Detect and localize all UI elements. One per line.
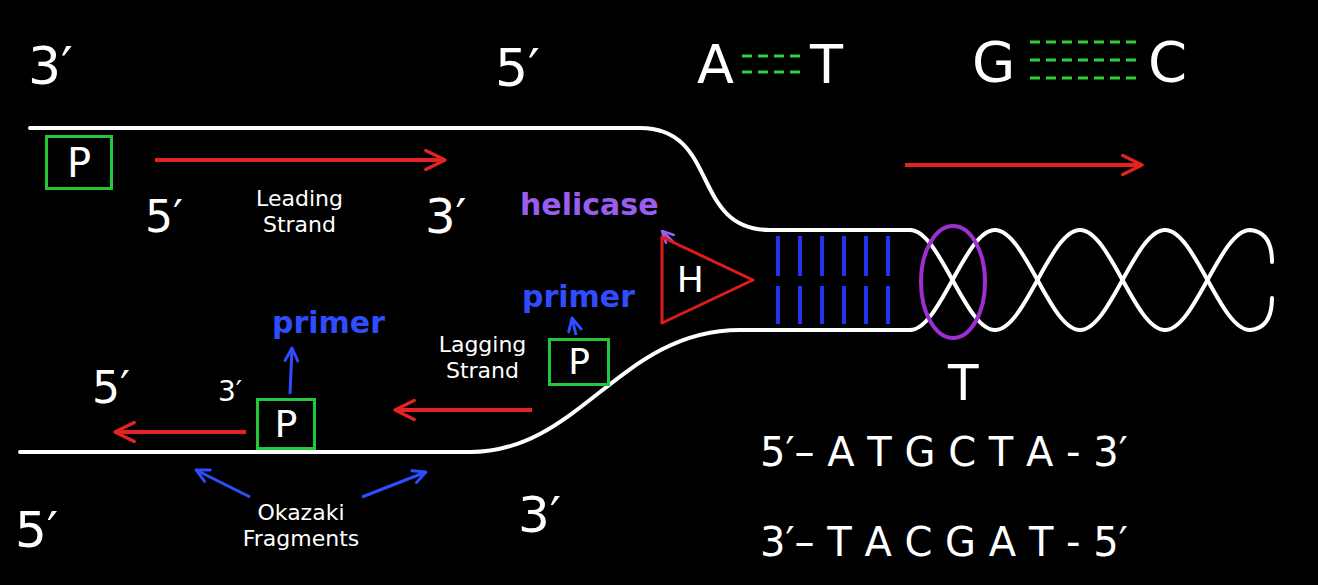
leader-arrow (572, 318, 576, 335)
label-text: 3′– T A C G A T - 5′ (760, 522, 1128, 562)
label-text: C (1148, 34, 1187, 90)
helix-strand (910, 230, 1272, 330)
helicase-triangle: H (660, 235, 755, 325)
helix-strand (910, 230, 1272, 330)
primer-box: P (256, 398, 316, 450)
direction-arrow (395, 408, 532, 412)
hydrogen-bond-dashes (742, 42, 1142, 78)
node-text: H (677, 262, 704, 298)
label-text: 5′ (495, 42, 540, 94)
label-text: 3′ (28, 40, 73, 92)
label-text: 5′ (15, 505, 58, 555)
base-pair-bars (778, 236, 888, 324)
label-text: 3′ (425, 192, 466, 240)
label-text: T (810, 38, 843, 92)
node-text: P (275, 405, 298, 443)
label-text: 3′ (518, 490, 561, 540)
leader-arrow (196, 470, 250, 497)
label-text: Lagging Strand (425, 332, 540, 385)
helicase-outline (662, 237, 753, 323)
label-text: T (948, 358, 979, 408)
label-text: Leading Strand (242, 186, 357, 239)
primer-box: P (45, 135, 113, 190)
label-text: A (697, 38, 734, 92)
highlight-ellipse (921, 226, 985, 338)
label-text: G (972, 34, 1015, 90)
label-text: primer (272, 308, 385, 338)
primer-box: P (548, 338, 610, 386)
direction-arrow (115, 430, 246, 434)
label-text: 5′– A T G C T A - 3′ (760, 432, 1128, 472)
direction-arrow (905, 163, 1142, 167)
label-text: Okazaki Fragments (236, 500, 366, 553)
node-text: P (568, 344, 590, 380)
node-text: P (67, 143, 91, 183)
label-text: helicase (520, 190, 659, 220)
label-text: 5′ (145, 195, 183, 239)
leader-arrow (362, 472, 426, 497)
direction-arrow (155, 158, 445, 162)
label-text: primer (522, 282, 635, 312)
triangle-outline (660, 235, 755, 325)
label-text: 3′ (218, 378, 242, 406)
leader-arrow (290, 348, 292, 394)
label-text: 5′ (92, 366, 130, 410)
